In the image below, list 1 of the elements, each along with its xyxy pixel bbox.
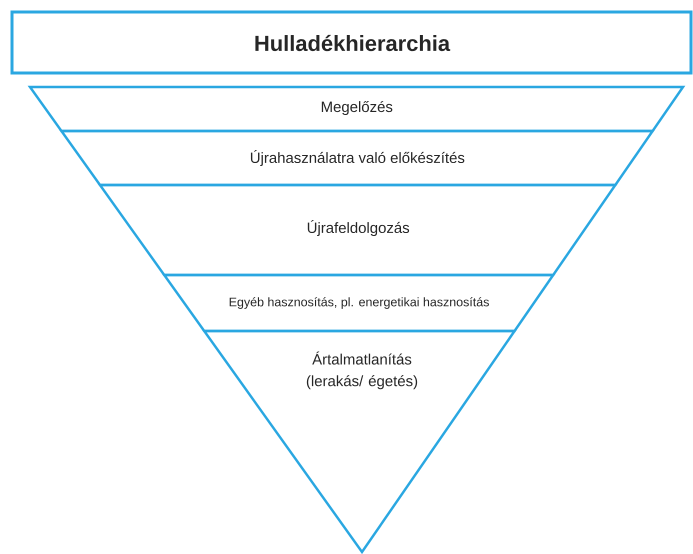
title-box: Hulladékhierarchia [10, 10, 692, 74]
